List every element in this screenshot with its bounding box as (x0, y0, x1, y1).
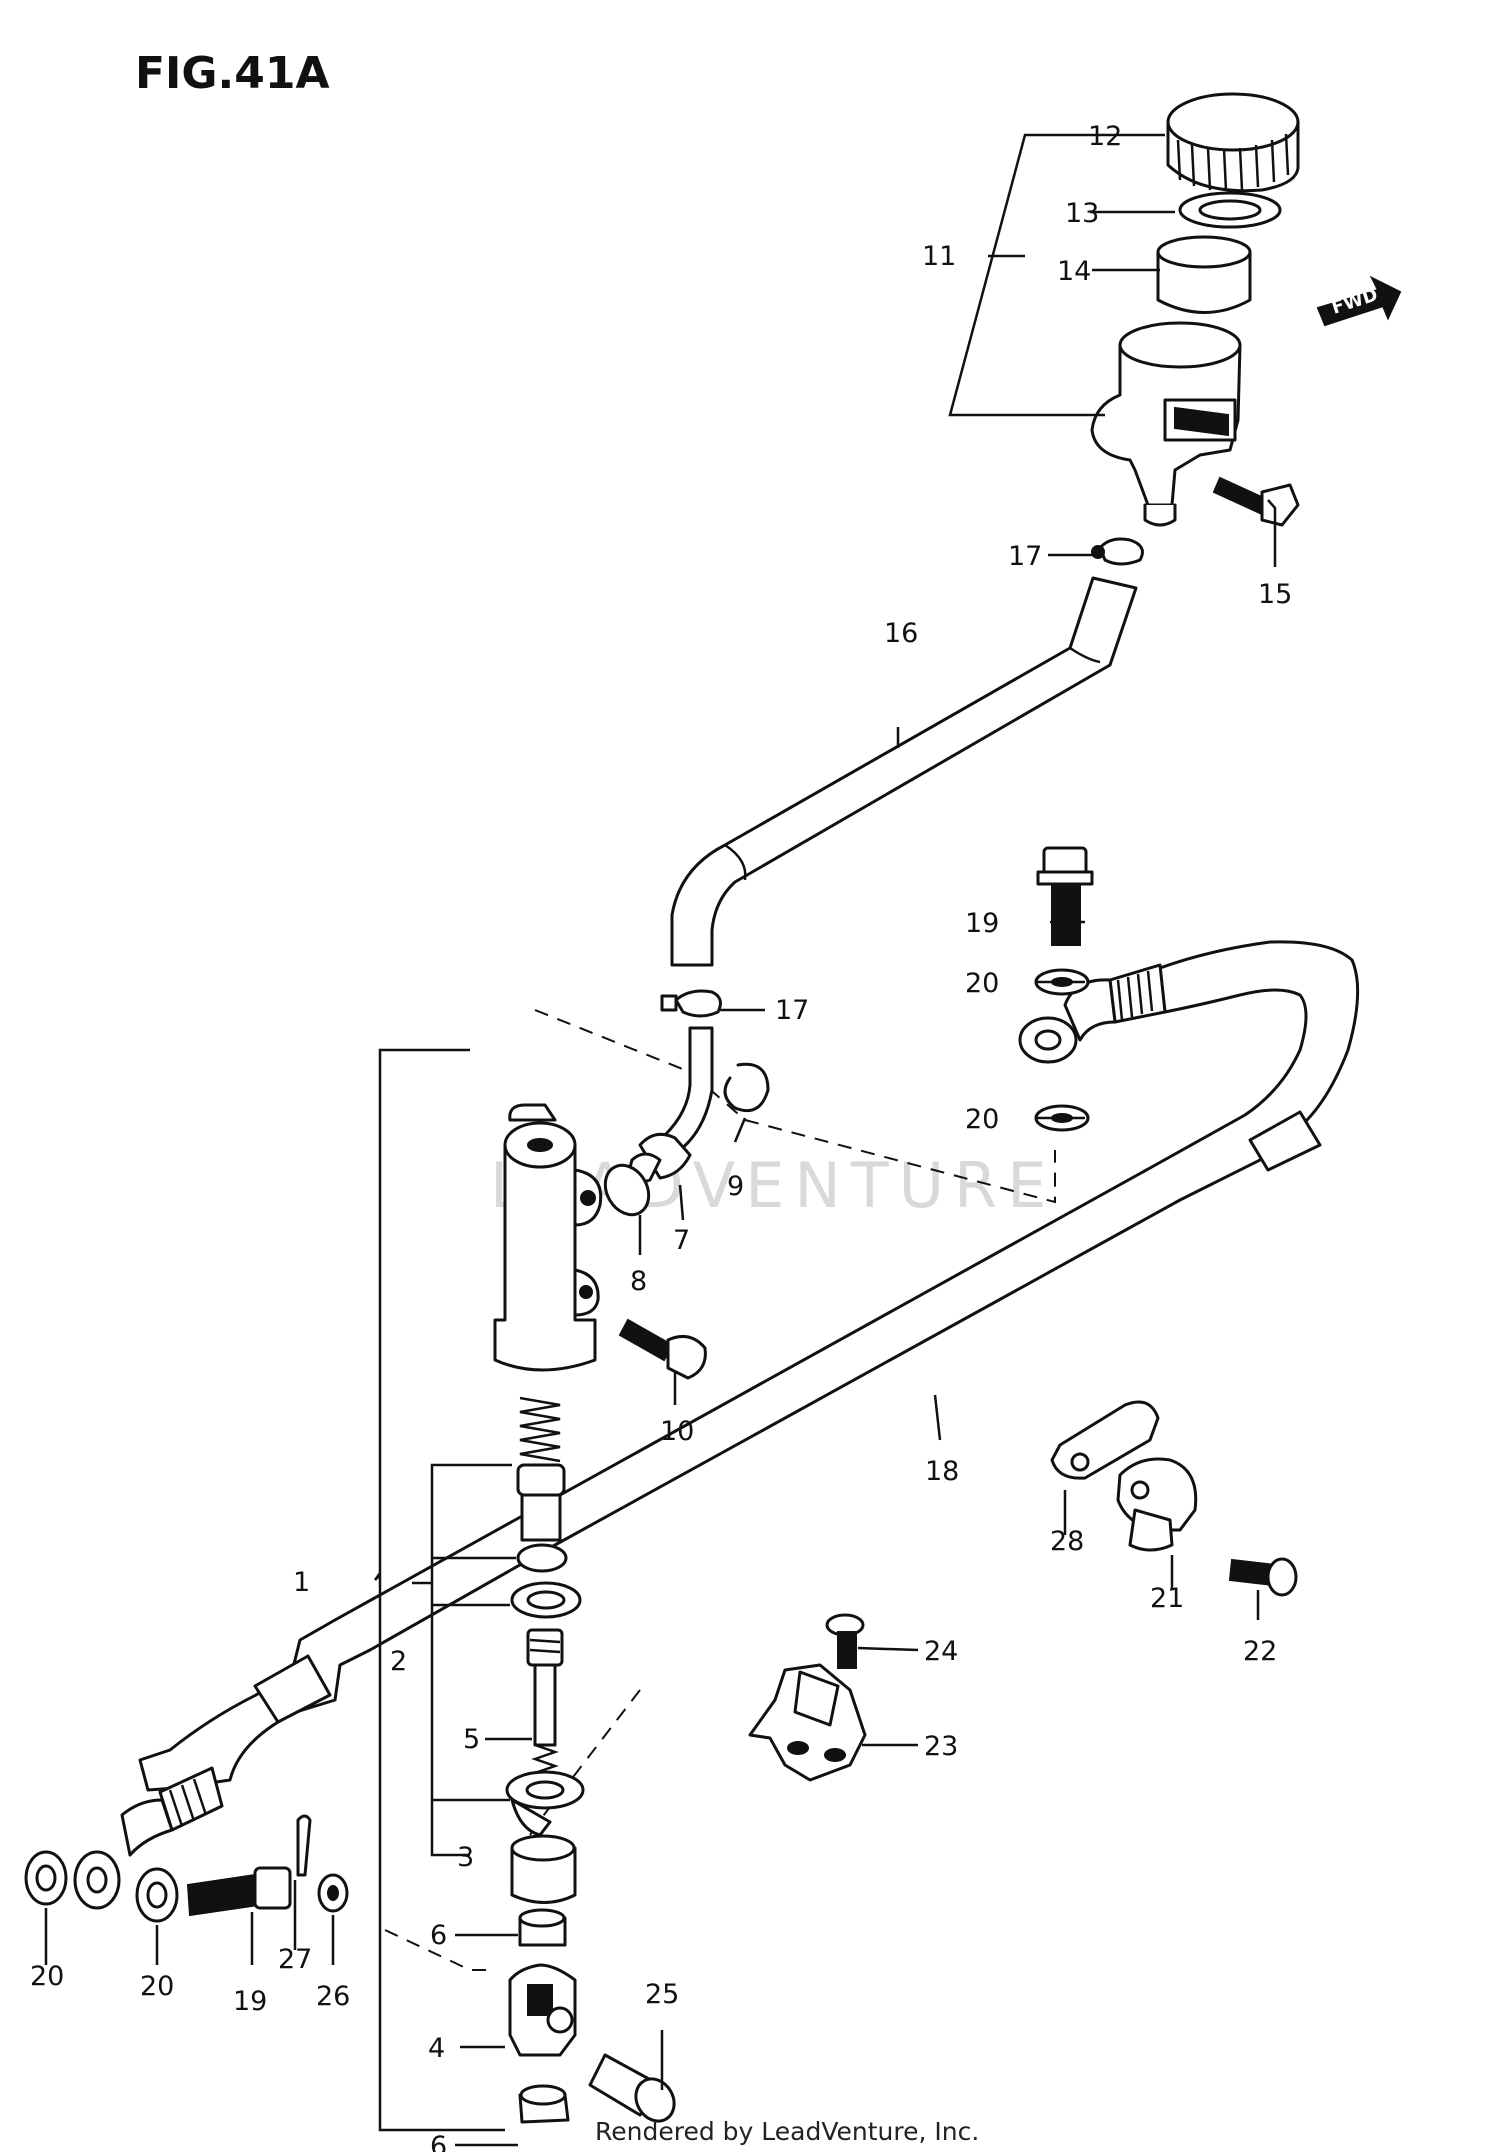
push-rod-stopper (505, 1770, 585, 1837)
callout-6-upper: 6 (430, 1920, 447, 1951)
callout-22: 22 (1243, 1636, 1277, 1667)
clevis-pin (588, 2053, 676, 2123)
callout-21: 21 (1150, 1583, 1184, 1614)
callout-20-upper-1: 20 (965, 968, 999, 999)
callout-16: 16 (884, 618, 918, 649)
lock-nut-upper (518, 1908, 567, 1947)
callout-3: 3 (457, 1842, 474, 1873)
o-ring (603, 1163, 651, 1217)
master-cylinder (493, 1103, 603, 1372)
assembly-guide-line (534, 1009, 1056, 1204)
callout-15: 15 (1258, 579, 1292, 610)
callout-19-lower: 19 (233, 1986, 267, 2017)
banjo-bolt-lower (186, 1866, 292, 1917)
bracket-screw (1228, 1557, 1298, 1597)
clevis (508, 1963, 577, 2057)
footer-credit: Rendered by LeadVenture, Inc. (595, 2117, 979, 2146)
hose-clamp-upper (1091, 537, 1144, 566)
reservoir-screw (1212, 476, 1300, 527)
bracket-plate (1050, 1400, 1160, 1480)
callout-6-lower: 6 (430, 2131, 447, 2152)
reservoir-tank (1090, 321, 1242, 527)
cotter-pin (296, 1814, 312, 1877)
piston-spring (519, 1396, 561, 1463)
leader-lines (44, 133, 1277, 2147)
callout-18: 18 (925, 1456, 959, 1487)
primary-cup (516, 1543, 568, 1573)
mounting-screw (618, 1318, 707, 1380)
callout-17-lower: 17 (775, 995, 809, 1026)
hose-clamp-bracket (1116, 1457, 1198, 1552)
callout-2: 2 (390, 1646, 407, 1677)
forward-arrow-icon: FWD (1316, 275, 1402, 327)
dust-boot (510, 1834, 577, 1904)
callout-19-upper: 19 (965, 908, 999, 939)
callout-28: 28 (1050, 1526, 1084, 1557)
cap-plate (1178, 191, 1282, 229)
callout-25: 25 (645, 1979, 679, 2010)
assembly-guide-line-2 (384, 1929, 490, 1971)
washer-lower-2 (135, 1867, 179, 1923)
callout-5: 5 (463, 1724, 480, 1755)
callout-27: 27 (278, 1944, 312, 1975)
diaphragm (1156, 235, 1252, 314)
secondary-cup (510, 1581, 582, 1619)
reservoir-cap (1166, 92, 1300, 193)
callout-8: 8 (630, 1266, 647, 1297)
callout-13: 13 (1065, 198, 1099, 229)
push-rod (526, 1628, 564, 1782)
callout-26: 26 (316, 1981, 350, 2012)
reservoir-hose (670, 576, 1138, 967)
callout-4: 4 (428, 2033, 445, 2064)
callout-23: 23 (924, 1731, 958, 1762)
callout-12: 12 (1088, 121, 1122, 152)
assembly-guide-line-3 (519, 1689, 641, 1851)
callout-1: 1 (293, 1567, 310, 1598)
figure-title: FIG.41A (135, 48, 330, 99)
washer-lower-1 (24, 1850, 68, 1906)
callout-24: 24 (924, 1636, 958, 1667)
pin-washer (317, 1873, 349, 1913)
callout-11: 11 (922, 241, 956, 272)
brake-hose (73, 940, 1360, 1910)
holder-screw (825, 1613, 865, 1669)
callout-20-lower-1: 20 (30, 1961, 64, 1992)
callout-20-upper-2: 20 (965, 1104, 999, 1135)
callout-9: 9 (727, 1171, 744, 1202)
callout-10: 10 (660, 1416, 694, 1447)
callout-7: 7 (673, 1225, 690, 1256)
callout-20-lower-2: 20 (140, 1971, 174, 2002)
circlip-upper (723, 1062, 770, 1113)
piston (516, 1463, 566, 1542)
callout-17-upper: 17 (1008, 541, 1042, 572)
hose-holder (748, 1663, 867, 1782)
banjo-bolt-upper (1036, 846, 1094, 946)
hose-clamp-lower (660, 989, 722, 1018)
callout-14: 14 (1057, 256, 1091, 287)
lock-nut-lower (518, 2084, 570, 2124)
